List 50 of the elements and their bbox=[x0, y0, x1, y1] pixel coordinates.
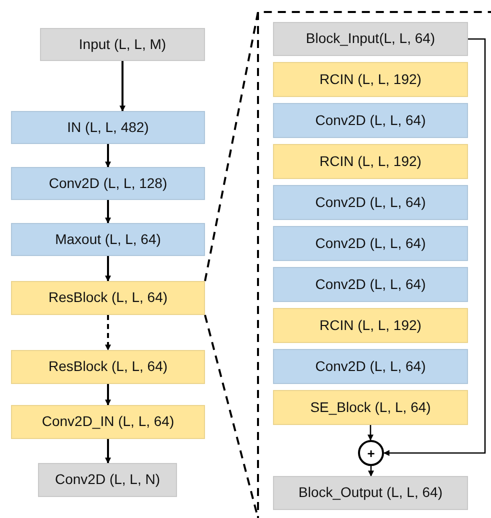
layer-box bbox=[11, 111, 205, 144]
layer-label: Maxout (L, L, 64) bbox=[55, 232, 161, 248]
layer-box bbox=[11, 167, 205, 200]
layer-label: RCIN (L, L, 192) bbox=[320, 72, 422, 88]
layer-box bbox=[273, 103, 468, 138]
layer-label: ResBlock (L, L, 64) bbox=[48, 290, 168, 306]
layer-label: Conv2D (L, L, N) bbox=[54, 472, 160, 488]
layer-label: RCIN (L, L, 192) bbox=[320, 318, 422, 334]
layer-label: Conv2D (L, L, 64) bbox=[315, 194, 426, 210]
layer-label: RCIN (L, L, 192) bbox=[320, 154, 422, 170]
layer-box bbox=[273, 476, 468, 510]
layer-box bbox=[273, 22, 468, 56]
layer-box bbox=[273, 226, 468, 261]
layer-label: Conv2D (L, L, 64) bbox=[315, 358, 426, 374]
layer-label: IN (L, L, 482) bbox=[67, 120, 149, 136]
layer-label: Conv2D (L, L, 64) bbox=[315, 112, 426, 128]
layer-label: Conv2D (L, L, 64) bbox=[315, 276, 426, 292]
sum-circle bbox=[358, 440, 384, 466]
layer-box bbox=[273, 349, 468, 384]
layer-label: Conv2D_IN (L, L, 64) bbox=[42, 414, 174, 430]
arrow bbox=[105, 200, 111, 224]
arrow bbox=[368, 466, 374, 477]
arrow bbox=[105, 256, 111, 282]
arrow bbox=[120, 61, 126, 112]
layer-box bbox=[273, 308, 468, 343]
layer-label: Block_Input(L, L, 64) bbox=[306, 31, 436, 47]
layer-label: Block_Output (L, L, 64) bbox=[298, 485, 442, 501]
layer-box bbox=[273, 62, 468, 97]
layer-box bbox=[38, 463, 177, 497]
layer-label: Conv2D (L, L, 64) bbox=[315, 236, 426, 252]
arrow bbox=[105, 439, 111, 464]
layer-box bbox=[273, 267, 468, 302]
layer-label: Conv2D (L, L, 128) bbox=[48, 176, 168, 192]
arrow bbox=[383, 38, 486, 456]
layer-label: SE_Block (L, L, 64) bbox=[310, 400, 431, 416]
layer-box bbox=[11, 405, 205, 439]
arrow bbox=[368, 425, 374, 441]
arrow bbox=[105, 144, 111, 168]
plus-sign: + bbox=[367, 446, 375, 460]
layer-box bbox=[11, 223, 205, 256]
layer-box bbox=[40, 28, 205, 61]
layer-box bbox=[273, 390, 468, 425]
layer-box bbox=[11, 281, 205, 315]
layer-box bbox=[11, 350, 205, 384]
layer-box bbox=[273, 144, 468, 179]
layer-label: ResBlock (L, L, 64) bbox=[48, 359, 168, 375]
arrow bbox=[105, 384, 111, 406]
layer-box bbox=[273, 185, 468, 220]
arrow bbox=[105, 315, 111, 351]
layer-label: Input (L, L, M) bbox=[78, 36, 166, 52]
